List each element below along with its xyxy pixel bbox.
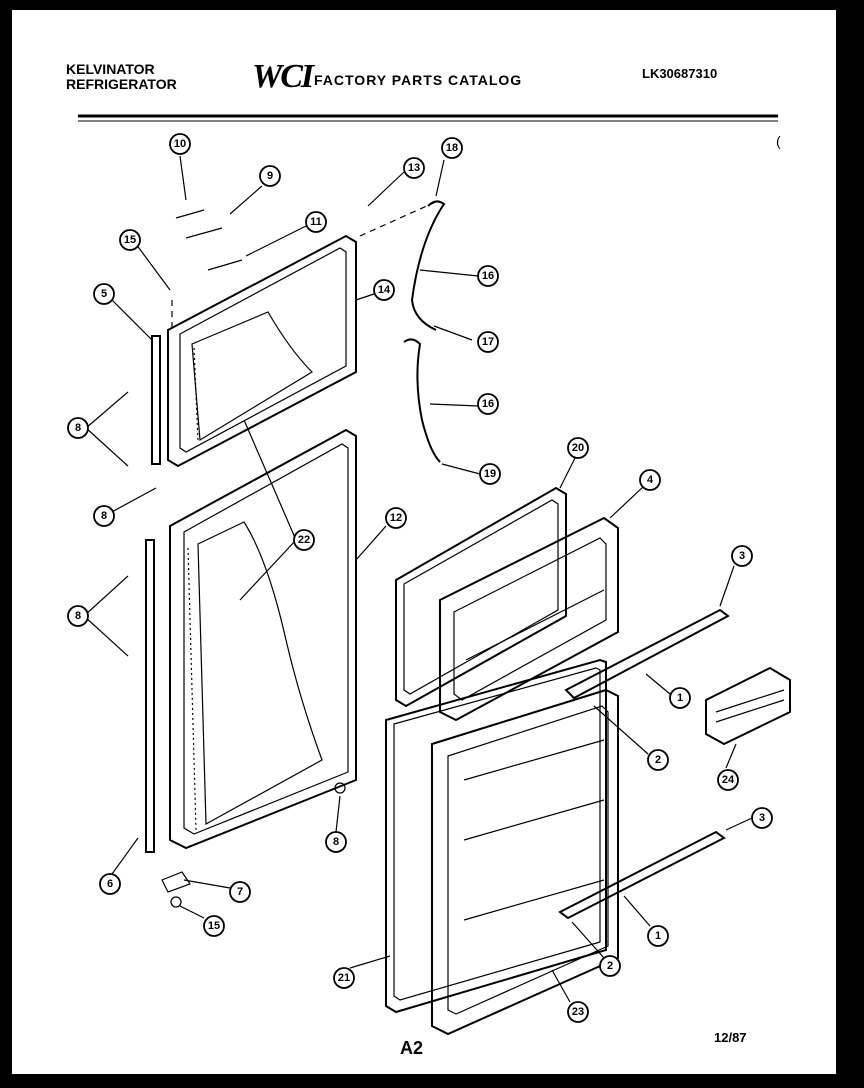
callout-label: 8 <box>75 422 81 434</box>
callout-8: 8 <box>93 505 115 527</box>
freezer-door-assembly <box>151 199 441 468</box>
hinge-parts <box>161 200 446 908</box>
callout-label: 17 <box>482 336 494 348</box>
callout-label: 15 <box>208 920 220 932</box>
callout-label: 12 <box>390 512 402 524</box>
callout-label: 7 <box>237 886 243 898</box>
callout-balloons: 1091318111514516178161982042212831224831… <box>67 133 773 1023</box>
catalog-title: FACTORY PARTS CATALOG <box>314 72 523 88</box>
callout-label: 8 <box>75 610 81 622</box>
callout-label: 2 <box>607 960 613 972</box>
callout-label: 3 <box>759 812 765 824</box>
callout-2: 2 <box>599 955 621 977</box>
margin-mark: ( <box>776 133 781 149</box>
callout-22: 22 <box>293 529 315 551</box>
brand-line-2: REFRIGERATOR <box>66 76 177 92</box>
callout-label: 6 <box>107 878 113 890</box>
callout-label: 5 <box>101 288 107 300</box>
parts-diagram-sheet <box>12 10 836 1074</box>
callout-16: 16 <box>477 265 499 287</box>
leader-lines <box>83 155 753 1003</box>
fresh-food-door-assembly <box>145 428 357 853</box>
wci-logo: WCI <box>252 58 314 95</box>
page-code: A2 <box>400 1038 424 1058</box>
callout-8: 8 <box>67 417 89 439</box>
callout-label: 1 <box>655 930 661 942</box>
callout-label: 8 <box>101 510 107 522</box>
callout-24: 24 <box>717 769 739 791</box>
callout-label: 13 <box>408 162 420 174</box>
model-number: LK30687310 <box>642 66 718 81</box>
callout-2: 2 <box>647 749 669 771</box>
fresh-food-door-trim-strip <box>145 539 155 853</box>
callout-21: 21 <box>333 967 355 989</box>
callout-label: 16 <box>482 270 494 282</box>
callout-label: 20 <box>572 442 584 454</box>
callout-label: 4 <box>647 474 654 486</box>
door-shelves <box>558 608 791 920</box>
callout-3: 3 <box>751 807 773 829</box>
callout-9: 9 <box>259 165 281 187</box>
callout-8: 8 <box>325 831 347 853</box>
callout-18: 18 <box>441 137 463 159</box>
door-liners-and-gaskets <box>385 486 619 1036</box>
callout-label: 2 <box>655 754 661 766</box>
callout-7: 7 <box>229 881 251 903</box>
callout-label: 14 <box>378 284 391 296</box>
callout-14: 14 <box>373 279 395 301</box>
callout-label: 22 <box>298 534 310 546</box>
callout-label: 1 <box>677 692 683 704</box>
callout-label: 18 <box>446 142 458 154</box>
callout-label: 3 <box>739 550 745 562</box>
callout-11: 11 <box>305 211 327 233</box>
callout-4: 4 <box>639 469 661 491</box>
revision-date: 12/87 <box>714 1030 747 1045</box>
callout-label: 9 <box>267 170 273 182</box>
brand-label: KELVINATOR REFRIGERATOR <box>66 62 177 92</box>
callout-label: 11 <box>310 216 322 228</box>
callout-19: 19 <box>479 463 501 485</box>
callout-label: 8 <box>333 836 339 848</box>
callout-15: 15 <box>119 229 141 251</box>
callout-16: 16 <box>477 393 499 415</box>
callout-8: 8 <box>67 605 89 627</box>
callout-1: 1 <box>669 687 691 709</box>
callout-10: 10 <box>169 133 191 155</box>
callout-13: 13 <box>403 157 425 179</box>
brand-line-1: KELVINATOR <box>66 61 155 77</box>
freezer-door-trim-strip <box>151 335 161 465</box>
callout-23: 23 <box>567 1001 589 1023</box>
callout-15: 15 <box>203 915 225 937</box>
callout-label: 10 <box>174 138 186 150</box>
callout-20: 20 <box>567 437 589 459</box>
callout-12: 12 <box>385 507 407 529</box>
callout-label: 15 <box>124 234 136 246</box>
callout-label: 21 <box>338 972 350 984</box>
callout-label: 19 <box>484 468 496 480</box>
callout-label: 16 <box>482 398 494 410</box>
callout-5: 5 <box>93 283 115 305</box>
callout-3: 3 <box>731 545 753 567</box>
callout-1: 1 <box>647 925 669 947</box>
callout-6: 6 <box>99 873 121 895</box>
callout-17: 17 <box>477 331 499 353</box>
callout-label: 23 <box>572 1006 584 1018</box>
callout-label: 24 <box>722 774 735 786</box>
